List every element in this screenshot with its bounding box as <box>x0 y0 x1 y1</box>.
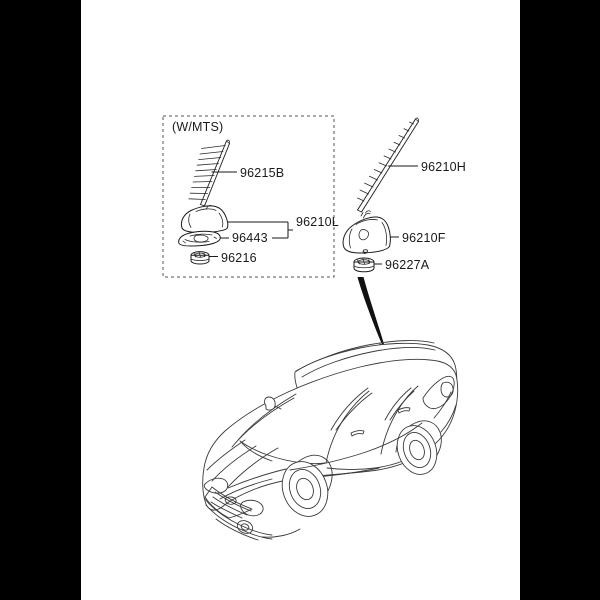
callout-96216-label: 96216 <box>221 251 257 265</box>
group-box-wmts <box>162 115 335 278</box>
antenna-base-mts <box>180 204 229 233</box>
callout-96210H-label: 96210H <box>421 160 466 174</box>
leader-lines-left <box>209 171 293 257</box>
antenna-mast-mts <box>188 139 230 207</box>
callout-96227A-label: 96227A <box>385 258 430 272</box>
antenna-base-pad-96443 <box>178 230 221 247</box>
vehicle-illustration <box>202 340 459 541</box>
antenna-mast-96210H <box>357 117 419 213</box>
callout-96215B-label: 96215B <box>240 166 285 180</box>
group-box-label: (W/MTS) <box>172 120 224 134</box>
antenna-grommet-96227A <box>353 257 375 273</box>
callout-96210F-label: 96210F <box>402 231 446 245</box>
antenna-base-96210F <box>342 210 391 255</box>
letterbox-left <box>0 0 81 600</box>
letterbox-right <box>520 0 600 600</box>
callout-96210L-label: 96210L <box>296 215 339 229</box>
antenna-grommet-96216 <box>190 251 210 265</box>
leader-lines-right <box>374 165 418 265</box>
callout-96443-label: 96443 <box>232 231 268 245</box>
